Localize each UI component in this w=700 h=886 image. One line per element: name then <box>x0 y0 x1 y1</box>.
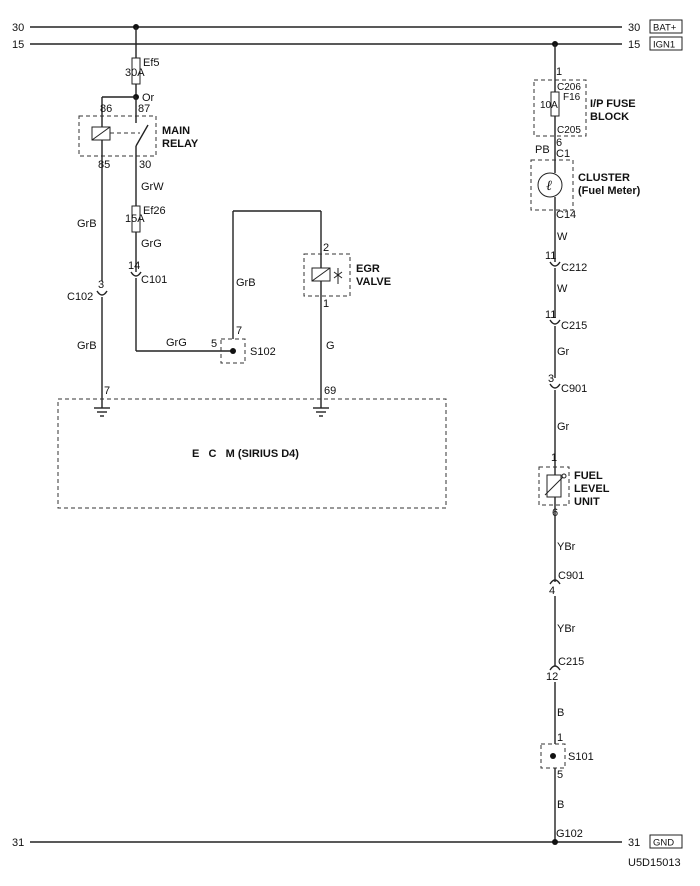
diagram-code: U5D15013 <box>628 857 681 869</box>
ef26-rating: 15A <box>125 213 145 225</box>
fuel-unit-line2: LEVEL <box>574 483 610 495</box>
s102-pin-5: 5 <box>211 338 217 350</box>
c206-label: C206 <box>557 82 581 93</box>
fuel-meter-glyph: ℓ <box>546 179 552 194</box>
gnd-rail-tag: GND <box>653 838 674 849</box>
wire-ybr-label-2: YBr <box>557 623 576 635</box>
fuse-pin-1: 1 <box>556 66 562 78</box>
c212-label: C212 <box>561 262 587 274</box>
wire-grb-label-3: GrB <box>236 277 256 289</box>
c101-name: C101 <box>141 274 167 286</box>
fuel-ground-wiring: YBr C901 4 YBr C215 12 B 1 S101 5 B G102 <box>540 505 594 845</box>
bat-rail-tag: BAT+ <box>653 23 677 34</box>
c215b-pin: 12 <box>546 671 558 683</box>
battery-rail: 30 30 BAT+ <box>12 19 683 34</box>
cluster-fuel-meter: ℓ CLUSTER (Fuel Meter) C14 <box>530 159 641 221</box>
relay-pin-86: 86 <box>100 103 112 115</box>
s102-splice: 5 7 S102 GrB <box>211 210 322 364</box>
wire-grg-label-2: GrG <box>166 337 187 349</box>
s102-pin-7: 7 <box>236 325 242 337</box>
g102-label: G102 <box>556 828 583 840</box>
ip-fuse-block-line1: I/P FUSE <box>590 98 636 110</box>
ef5-name: Ef5 <box>143 57 160 69</box>
wire-w-label-1: W <box>557 231 568 243</box>
c101-pin: 14 <box>128 260 140 272</box>
grw-grg-circuit: GrW Ef26 15A GrG 14 C101 GrG <box>125 156 233 352</box>
ecm-label: E C M (SIRIUS D4) <box>192 448 299 460</box>
egr-name-line1: EGR <box>356 263 380 275</box>
c901-label: C901 <box>561 383 587 395</box>
s101-pin-5: 5 <box>557 769 563 781</box>
s102-name: S102 <box>250 346 276 358</box>
wire-pb-label: PB <box>535 144 550 156</box>
relay-pin-87: 87 <box>138 103 150 115</box>
grb-relay-circuit: GrB 3 C102 GrB 7 <box>67 156 110 417</box>
fuel-level-unit: 1 FUEL LEVEL UNIT 6 <box>538 452 610 519</box>
s101-pin-1: 1 <box>557 732 563 744</box>
fuse-pin-6: 6 <box>556 137 562 149</box>
relay-pin-85: 85 <box>98 159 110 171</box>
cluster-name-line1: CLUSTER <box>578 172 630 184</box>
relay-pin-30: 30 <box>139 159 151 171</box>
c102-pin: 3 <box>98 279 104 291</box>
wire-b-label-2: B <box>557 799 564 811</box>
fuel-unit-pin-1: 1 <box>551 452 557 464</box>
c14-label: C14 <box>556 209 576 221</box>
wire-b-label-1: B <box>557 707 564 719</box>
bat-rail-left-label: 30 <box>12 22 24 34</box>
relay-name-line1: MAIN <box>162 125 190 137</box>
egr-name-line2: VALVE <box>356 276 391 288</box>
c205-label: C205 <box>557 125 581 136</box>
egr-pin-2: 2 <box>323 242 329 254</box>
c212-pin: 11 <box>545 250 556 262</box>
c215b-label: C215 <box>558 656 584 668</box>
fuse-rating: 10A <box>540 100 558 111</box>
ip-fuse-block-line2: BLOCK <box>590 111 629 123</box>
wire-grb-label-2: GrB <box>77 340 97 352</box>
wire-gr-label-1: Gr <box>557 346 570 358</box>
wire-grg-label-1: GrG <box>141 238 162 250</box>
c215-pin: 11 <box>545 309 556 321</box>
ip-fuse-block: 1 C206 F16 10A I/P FUSE BLOCK C205 6 PB … <box>533 41 636 160</box>
wire-or-label: Or <box>142 92 155 104</box>
wire-grb-label-1: GrB <box>77 218 97 230</box>
main-relay: 86 87 MAIN RELAY 85 30 <box>78 96 199 171</box>
wire-gr-label-2: Gr <box>557 421 570 433</box>
wire-w-label-2: W <box>557 283 568 295</box>
ign-rail-tag: IGN1 <box>653 40 675 51</box>
wire-g-label: G <box>326 340 335 352</box>
ef5-fuse: Ef5 30A Or <box>125 24 160 104</box>
ecm-pin-7: 7 <box>104 385 110 397</box>
egr-valve: 2 EGR VALVE 1 G 69 <box>303 242 391 417</box>
wire-grw-label: GrW <box>141 181 164 193</box>
fuel-meter-gauge <box>537 172 563 198</box>
fuse-f16-label: F16 <box>563 92 581 103</box>
ignition-rail: 15 15 IGN1 <box>12 36 683 51</box>
egr-pin-1: 1 <box>323 298 329 310</box>
s101-label: S101 <box>568 751 594 763</box>
c901b-pin: 4 <box>549 585 555 597</box>
c1-label: C1 <box>556 148 570 160</box>
ground-rail: 31 31 GND <box>12 834 683 849</box>
ef26-name: Ef26 <box>143 205 166 217</box>
wire-ybr-label-1: YBr <box>557 541 576 553</box>
fuel-unit-line3: UNIT <box>574 496 600 508</box>
gnd-rail-left-label: 31 <box>12 837 24 849</box>
c901-pin: 3 <box>548 373 554 385</box>
ef5-rating: 30A <box>125 67 145 79</box>
c215-label: C215 <box>561 320 587 332</box>
ign-rail-right-label: 15 <box>628 39 640 51</box>
fuel-signal-wiring: W 11 C212 W 11 C215 Gr 3 C901 Gr <box>545 210 587 467</box>
ecm-pin-69: 69 <box>324 385 336 397</box>
ecm-module: E C M (SIRIUS D4) <box>57 398 447 509</box>
ign-rail-left-label: 15 <box>12 39 24 51</box>
fuel-unit-line1: FUEL <box>574 470 603 482</box>
gnd-rail-right-label: 31 <box>628 837 640 849</box>
c901b-label: C901 <box>558 570 584 582</box>
relay-name-line2: RELAY <box>162 138 199 150</box>
bat-rail-right-label: 30 <box>628 22 640 34</box>
c102-name: C102 <box>67 291 93 303</box>
cluster-name-line2: (Fuel Meter) <box>578 185 641 197</box>
